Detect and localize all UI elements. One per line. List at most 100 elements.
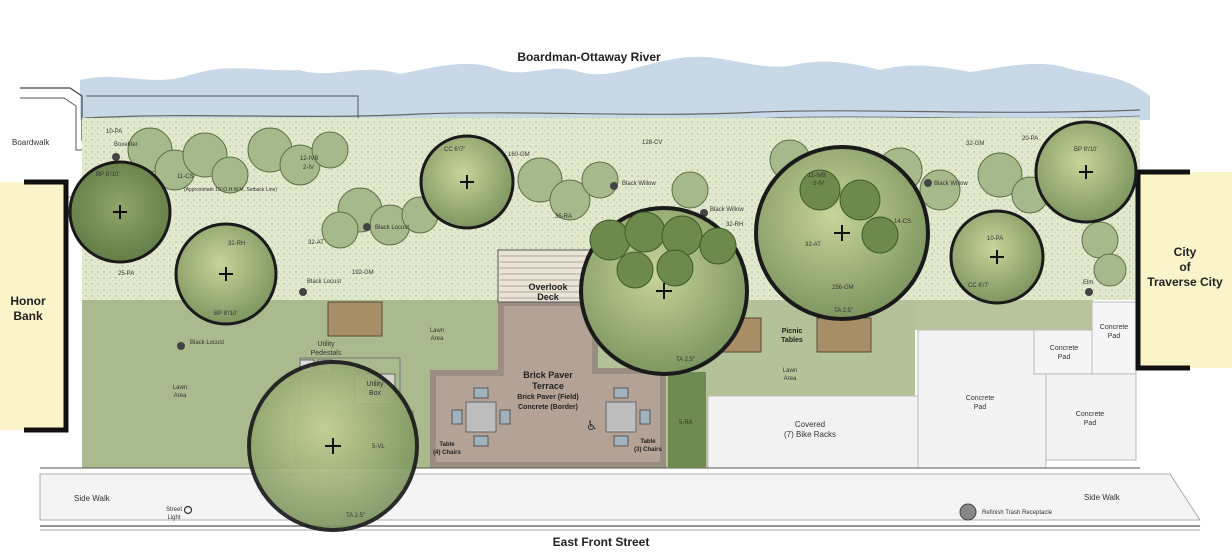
river-water [80,56,1150,120]
label-ta-mid: TA 2.5" [676,357,695,363]
label-cc-right: CC 6'/7' [968,283,989,289]
honor-bank-wall [24,179,69,433]
trash-label: Refinish Trash Receptacle [982,510,1053,516]
pad-2-line-2: Pad [1058,354,1071,361]
label-35-ra: 35-RA [555,214,572,220]
label-2-iv-right: 2-IV [813,181,824,187]
honor-bank-line-1: Honor [10,294,46,308]
concrete-pad-4 [1045,373,1137,461]
table-left-line-1: Table [439,442,455,448]
label-elm: Elm [1083,280,1093,286]
terrace-line-2: Terrace [532,381,564,391]
terrace-line-1: Brick Paver [523,370,573,380]
picnic-table-2 [816,317,872,353]
utility-box-line-2: Box [369,390,382,397]
canopy-crowns [589,169,899,289]
table-right-line-2: (3) Chairs [634,447,662,453]
lawn-right-line-2: Area [784,376,797,382]
label-32-at-right: 32-AT [805,242,821,248]
pad-3-line-2: Pad [1108,333,1121,340]
lawn-right-line-1: Lawn [783,368,797,374]
picnic-line-2: Tables [781,337,803,344]
tree-markers [112,153,1093,350]
label-cc-top: CC 6'/7' [444,147,465,153]
label-bp-left: BP 8'/10' [96,172,120,178]
city-wall [1135,169,1190,371]
honor-bank-line-2: Bank [13,309,43,323]
bulkhead-line [20,95,359,151]
label-160-gm: 160-GM [508,152,530,158]
label-bp-mid: BP 8'/10' [214,311,238,317]
picnic-line-1: Picnic [782,328,803,335]
terrace-line-3: Brick Paver (Field) [517,394,578,401]
utility-box-line-1: Utility [366,381,384,388]
label-2-iv-left: 2-IV [303,165,314,171]
lawn-left-line-1: Lawn [173,385,187,391]
pedestals-line-2: Pedestals [311,350,342,357]
table-right-line-1: Table [640,439,656,445]
sidewalk-left-label: Side Walk [74,494,111,503]
label-bp-right: BP 8'/10' [1074,147,1098,153]
label-10-pa-right: 10-PA [987,236,1003,242]
lawn-mid-line-1: Lawn [430,328,444,334]
overlook-line-1: Overlook [528,282,568,292]
table-left-line-2: (4) Chairs [433,450,461,456]
city-building [1138,172,1232,368]
pedestals-line-1: Utility [317,341,335,348]
label-25-pa: 25-PA [118,271,134,277]
label-10-pa-top: 10-PA [106,129,122,135]
street-light-line-2: Light [167,515,180,521]
label-black-willow-3: Black Willow [934,181,968,187]
label-5-ra: 5-RA [679,420,693,426]
label-boxelder: Boxelder [114,142,138,148]
river-title: Boardman-Ottaway River [517,50,661,64]
label-32-rh-left: 32-RH [228,241,245,247]
accessible-icon: ♿ [586,419,598,434]
city-line-3: Traverse City [1147,275,1223,289]
label-black-willow-2: Black Willow [710,207,744,213]
lawn-strip-right [915,300,1093,330]
pad-4-line-2: Pad [1084,420,1097,427]
concrete-pad-2 [1033,329,1093,375]
street-light-icon [183,505,193,515]
bike-line-2: (7) Bike Racks [784,430,836,439]
label-black-locust-1: Black Locust [375,225,409,231]
tree-centers [113,165,1093,454]
table-left [451,387,511,447]
label-black-locust-3: Black Locust [190,340,224,346]
concrete-pad-1 [917,329,1047,469]
label-32-at-left: 32-AT [308,240,324,246]
label-256-gm: 256-GM [832,285,854,291]
sidewalk-right-label: Side Walk [1084,493,1121,502]
trash-receptacle-icon [959,503,977,521]
label-32-rh-mid: 32-RH [726,222,743,228]
label-setback: (Approximate 10'-O.H.W.M. Setback Line) [184,187,277,193]
terrace-line-4: Concrete (Border) [518,404,578,411]
label-black-willow-1: Black Willow [622,181,656,187]
river-shore [84,109,1141,119]
honor-bank-building [0,182,66,430]
label-black-locust-2: Black Locust [307,279,341,285]
street-title: East Front Street [553,535,650,549]
bench-left [327,301,383,337]
city-line-2: of [1179,260,1191,274]
label-ta-bottom: TA 2.5" [346,513,365,519]
lawn-left-line-2: Area [174,393,187,399]
lawn-mid-line-2: Area [431,336,444,342]
pad-4-line-1: Concrete [1076,411,1105,418]
label-12-ivb: 12-IVB [300,156,318,162]
label-14-cs: 14-CS [894,219,911,225]
pad-1-line-1: Concrete [966,395,995,402]
label-ta-right: TA 2.5" [834,308,853,314]
label-192-gm: 192-GM [352,270,374,276]
street-light-line-1: Street [166,507,182,513]
city-line-1: City [1174,245,1197,259]
boardwalk-label: Boardwalk [12,138,50,147]
label-20-pa: 20-PA [1022,136,1038,142]
label-11-cs: 11-CS [177,174,194,180]
pad-1-line-2: Pad [974,404,987,411]
concrete-pad-3 [1091,301,1137,375]
table-right [605,387,651,447]
